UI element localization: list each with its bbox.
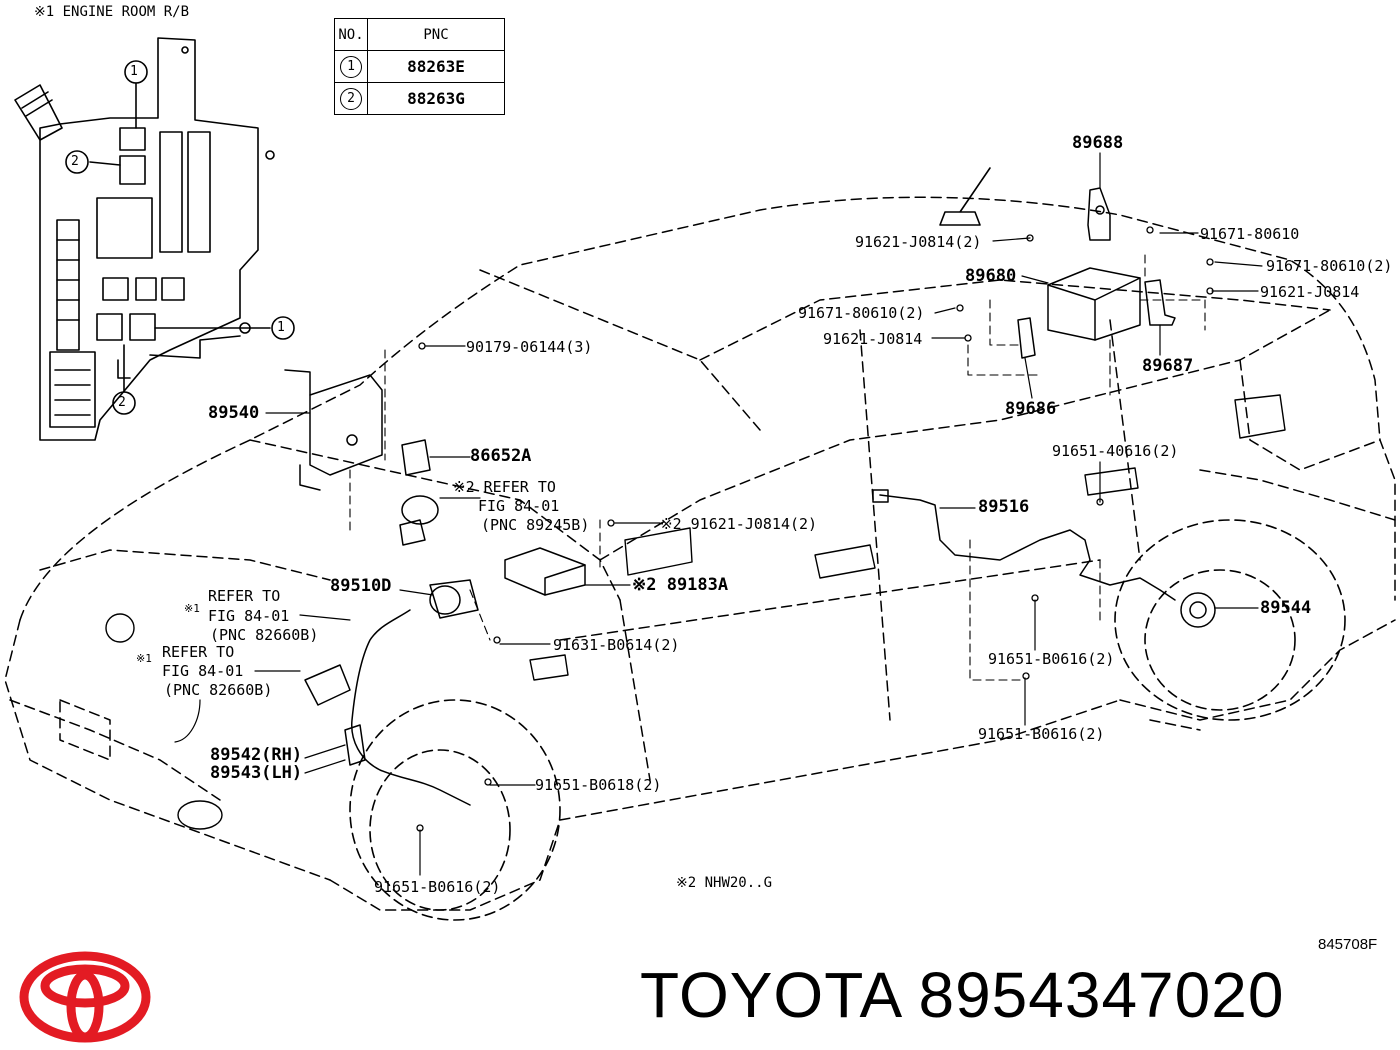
part-90179-06144-3: 90179-06144(3) xyxy=(466,338,593,356)
part-91651-40616-2: 91651-40616(2) xyxy=(1052,442,1179,460)
front-wheel xyxy=(349,699,561,921)
inset-marker-2-left: 2 xyxy=(71,154,79,169)
part-91651-b0616-2-c: 91651-B0616(2) xyxy=(374,878,501,896)
part-91621-j0814-mid: 91621-J0814 xyxy=(823,330,923,348)
refer-89245b-line3: (PNC 89245B) xyxy=(481,516,590,534)
pnc-table: NO. PNC 1 88263E 2 88263G xyxy=(334,18,505,115)
part-91671-80610-2-right: 91671-80610(2) xyxy=(1266,257,1393,275)
toyota-logo-icon xyxy=(19,951,151,1043)
component-parts xyxy=(284,187,1216,806)
refer-82660b-b-line2: FIG 84-01 xyxy=(162,662,244,680)
inset-marker-1-top: 1 xyxy=(130,64,138,79)
part-89543-lh: 89543(LH) xyxy=(210,763,303,783)
pnc-table-row: 2 88263G xyxy=(334,82,505,115)
refer-82660b-a-star: ※1 xyxy=(184,602,200,615)
part-91621-j0814-2-mid: ※2 91621-J0814(2) xyxy=(660,515,818,533)
part-91621-j0814-2-top: 91621-J0814(2) xyxy=(855,233,982,251)
note-nhw20: ※2 NHW20..G xyxy=(676,875,773,891)
pnc-row-value: 88263G xyxy=(367,82,505,115)
part-89680: 89680 xyxy=(965,266,1017,286)
part-89688: 89688 xyxy=(1072,133,1124,153)
door-handles xyxy=(105,394,1286,830)
antenna xyxy=(939,167,991,226)
part-91621-j0814-right: 91621-J0814 xyxy=(1260,283,1360,301)
part-89544: 89544 xyxy=(1260,598,1312,618)
part-89516: 89516 xyxy=(978,497,1030,517)
vehicle-body xyxy=(4,196,1396,911)
engine-room-relay-box xyxy=(14,37,275,441)
fasteners xyxy=(416,226,1214,832)
pnc-header-no: NO. xyxy=(334,18,368,51)
brand-part-number: TOYOTA 8954347020 xyxy=(640,959,1285,1031)
refer-89245b-line2: FIG 84-01 xyxy=(478,497,560,515)
pnc-table-row: 1 88263E xyxy=(334,50,505,83)
part-91671-80610: 91671-80610 xyxy=(1200,225,1300,243)
part-89687: 89687 xyxy=(1142,356,1194,376)
part-89183a: ※2 89183A xyxy=(632,575,729,595)
part-89686: 89686 xyxy=(1005,399,1057,419)
part-91671-80610-2-mid: 91671-80610(2) xyxy=(798,304,925,322)
inset-marker-1-right: 1 xyxy=(277,320,285,335)
pnc-header-pnc: PNC xyxy=(367,18,505,51)
refer-82660b-a-line3: (PNC 82660B) xyxy=(210,626,319,644)
part-86652a: 86652A xyxy=(470,446,532,466)
pnc-row-no: 2 xyxy=(340,87,362,110)
dashed-connections xyxy=(349,254,1206,681)
refer-82660b-b-line1: REFER TO xyxy=(162,643,235,661)
refer-82660b-b-line3: (PNC 82660B) xyxy=(164,681,273,699)
pnc-row-value: 88263E xyxy=(367,50,505,83)
refer-82660b-a-line2: FIG 84-01 xyxy=(208,607,290,625)
part-91651-b0618-2: 91651-B0618(2) xyxy=(535,776,662,794)
rear-wheel xyxy=(1114,519,1346,721)
part-91651-b0616-2-b: 91651-B0616(2) xyxy=(978,725,1105,743)
part-89542-rh: 89542(RH) xyxy=(210,745,303,765)
refer-89245b-line1: ※2 REFER TO xyxy=(453,478,556,496)
document-code: 845708F xyxy=(1318,936,1378,953)
refer-82660b-b-star: ※1 xyxy=(136,652,152,665)
part-89510d: 89510D xyxy=(330,576,392,596)
part-89540: 89540 xyxy=(208,403,260,423)
inset-leaders xyxy=(65,60,295,415)
refer-82660b-a-line1: REFER TO xyxy=(208,587,281,605)
inset-title: ※1 ENGINE ROOM R/B xyxy=(34,4,190,20)
pnc-row-no: 1 xyxy=(340,55,362,78)
part-91651-b0616-2-a: 91651-B0616(2) xyxy=(988,650,1115,668)
pnc-table-header: NO. PNC xyxy=(334,18,505,51)
leader-lines xyxy=(174,152,1263,876)
part-91631-b0614-2: 91631-B0614(2) xyxy=(553,636,680,654)
inset-marker-2-bottom: 2 xyxy=(118,395,126,410)
